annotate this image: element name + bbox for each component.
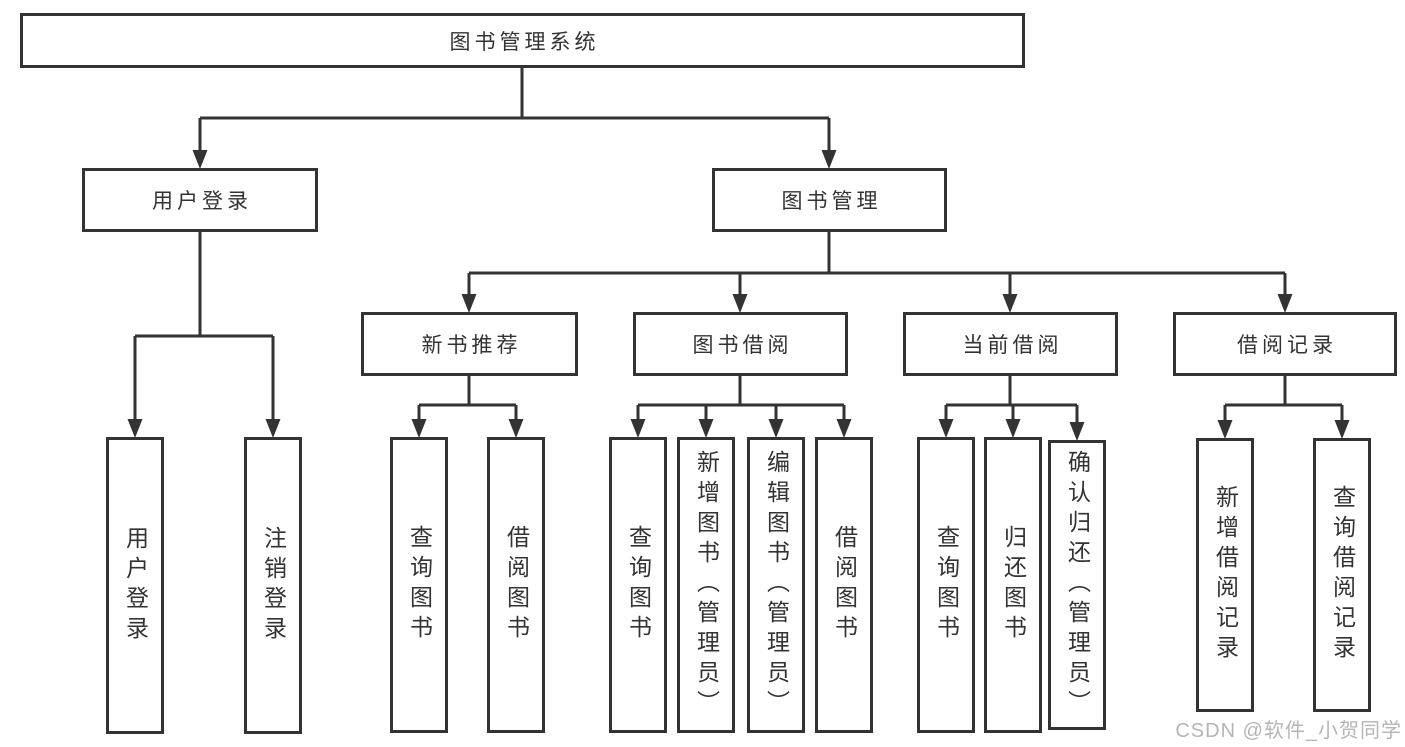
arrowhead-icons: [127, 150, 1350, 441]
leaf-query-borrowing-record-label: 查询借阅记录: [1329, 485, 1356, 665]
node-new-book-recommendation: 新书推荐: [361, 312, 578, 376]
node-current-borrowing: 当前借阅: [903, 312, 1118, 376]
leaf-edit-book-admin: 编辑图书（管理员）: [747, 437, 805, 733]
leaf-add-borrowing-record: 新增借阅记录: [1196, 438, 1254, 712]
leaf-add-book-admin-label: 新增图书（管理员）: [693, 450, 720, 720]
leaf-query-books-borrowing-label: 查询图书: [625, 525, 652, 645]
leaf-user-login-label: 用户登录: [122, 525, 149, 646]
leaf-borrow-books-recommend: 借阅图书: [487, 437, 545, 733]
leaf-logout-label: 注销登录: [260, 525, 287, 646]
leaf-query-books-current: 查询图书: [917, 437, 975, 733]
leaf-add-book-admin: 新增图书（管理员）: [677, 437, 735, 733]
leaf-return-books: 归还图书: [984, 437, 1042, 733]
leaf-user-login: 用户登录: [106, 437, 164, 734]
leaf-logout: 注销登录: [244, 437, 302, 734]
leaf-borrow-books-borrowing-label: 借阅图书: [831, 525, 858, 645]
leaf-confirm-return-admin-label: 确认归还（管理员）: [1064, 450, 1091, 720]
node-user-login: 用户登录: [82, 168, 318, 232]
node-borrowing-records: 借阅记录: [1173, 312, 1397, 376]
leaf-query-books-recommend-label: 查询图书: [406, 525, 433, 645]
leaf-borrow-books-recommend-label: 借阅图书: [503, 525, 530, 645]
node-book-management: 图书管理: [712, 168, 947, 232]
leaf-query-books-borrowing: 查询图书: [609, 437, 667, 733]
leaf-confirm-return-admin: 确认归还（管理员）: [1048, 440, 1106, 730]
leaf-borrow-books-borrowing: 借阅图书: [815, 437, 873, 733]
leaf-query-books-current-label: 查询图书: [933, 525, 960, 645]
leaf-query-borrowing-record: 查询借阅记录: [1313, 438, 1371, 712]
leaf-return-books-label: 归还图书: [1000, 525, 1027, 645]
node-book-borrowing: 图书借阅: [633, 312, 848, 376]
leaf-add-borrowing-record-label: 新增借阅记录: [1212, 485, 1239, 665]
leaf-query-books-recommend: 查询图书: [390, 437, 448, 733]
leaf-edit-book-admin-label: 编辑图书（管理员）: [763, 450, 790, 720]
watermark: CSDN @软件_小贺同学: [1175, 720, 1402, 742]
node-root: 图书管理系统: [20, 13, 1025, 68]
